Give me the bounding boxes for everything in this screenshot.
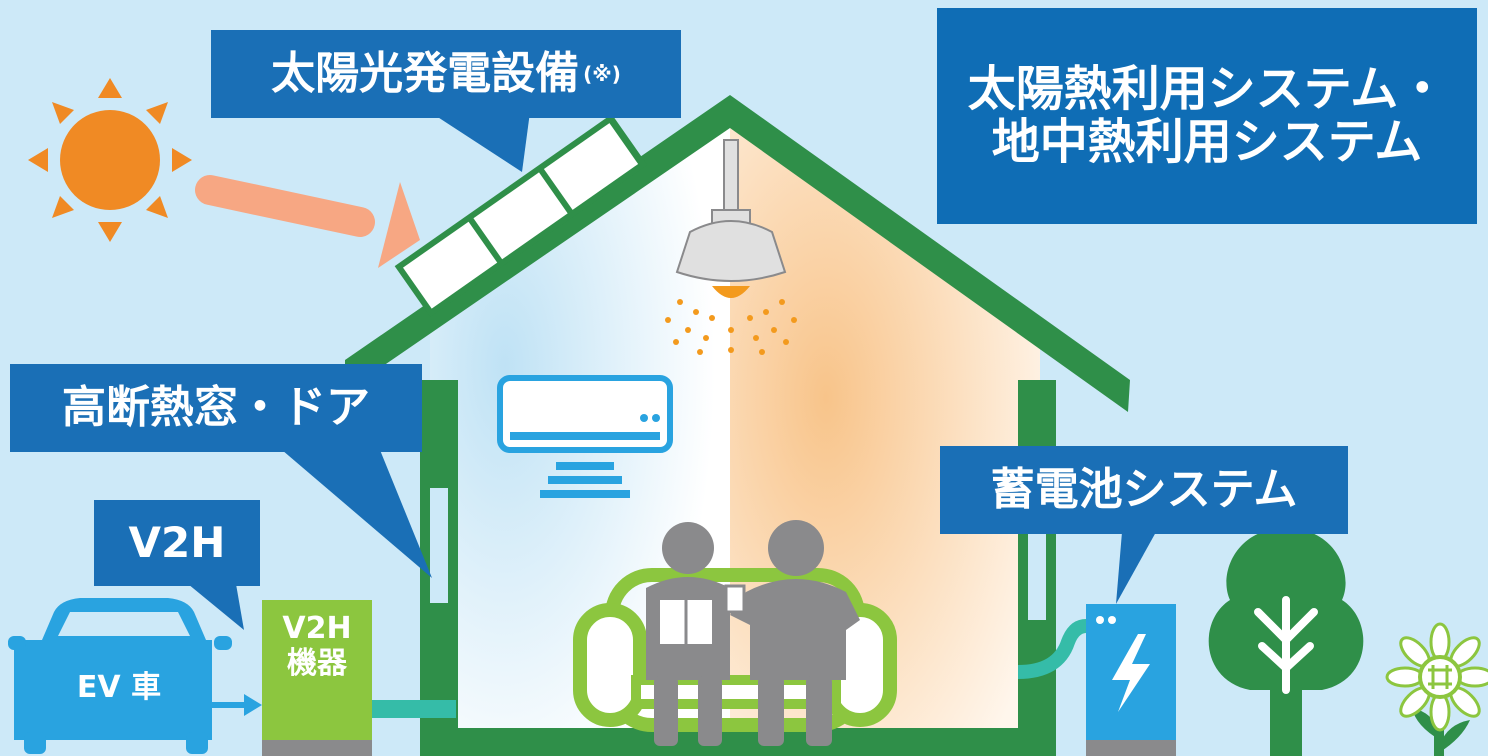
solar-power-text: 太陽光発電設備 (271, 47, 580, 99)
v2h-device-icon (262, 600, 372, 756)
air-conditioner-icon (497, 375, 673, 498)
v2h-device-text-line2: 機器 (287, 645, 347, 681)
v2h-device-text-line1: V2H (282, 611, 352, 646)
solar-panel-icon (394, 114, 648, 317)
v2h-device-text: V2H 機器 (262, 611, 372, 681)
sun-icon (28, 78, 192, 242)
v2h-label: V2H (94, 500, 260, 586)
sunflower-icon (1385, 622, 1488, 756)
insulated-window-label: 高断熱窓・ドア (10, 364, 422, 452)
solar-power-label: 太陽光発電設備 (※) (211, 30, 681, 118)
ev-car-icon (8, 598, 232, 754)
solar-power-note: (※) (583, 62, 621, 86)
ev-to-v2h-arrow-icon (212, 694, 262, 716)
ceiling-lamp-icon (665, 139, 797, 355)
battery-icon (1086, 604, 1176, 756)
heat-system-label: 太陽熱利用システム・ 地中熱利用システム (937, 8, 1477, 224)
battery-system-label: 蓄電池システム (940, 446, 1348, 534)
heat-system-text-line2: 地中熱利用システム (991, 114, 1423, 170)
sofa-icon (573, 568, 897, 732)
sunlight-arrow-icon (195, 175, 420, 268)
battery-cable (1017, 619, 1087, 679)
ev-car-text: EV 車 (76, 670, 162, 705)
tree-icon (1208, 528, 1364, 756)
person-reading-icon (646, 522, 730, 746)
v2h-cable (372, 700, 456, 718)
callout-tails (188, 112, 1156, 630)
person-drinking-icon (724, 520, 860, 746)
heat-system-text-line1: 太陽熱利用システム・ (967, 61, 1447, 118)
